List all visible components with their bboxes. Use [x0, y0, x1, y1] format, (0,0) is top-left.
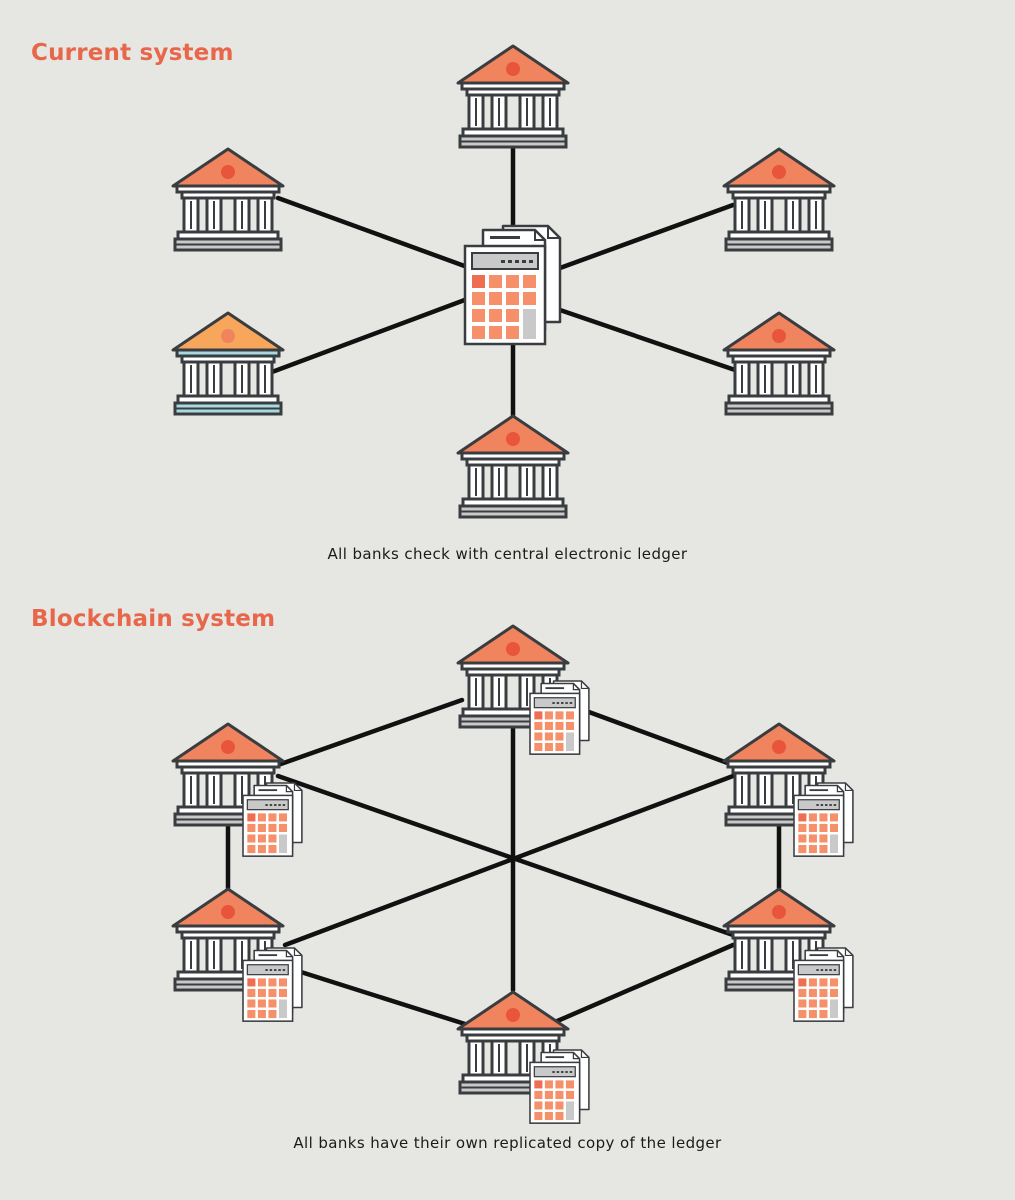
ledger-copy-icon	[529, 1049, 590, 1124]
link	[275, 773, 736, 938]
current-system-links	[269, 142, 738, 428]
link-lower-right	[557, 307, 738, 373]
ledger-copy-icon	[242, 782, 303, 857]
link-upper-left	[275, 195, 473, 271]
ledger-copy-icon	[793, 782, 854, 857]
bank-icon	[456, 44, 570, 149]
current-system-title: Current system	[31, 40, 234, 66]
bank-icon	[171, 147, 285, 252]
link	[275, 697, 465, 768]
ledger-copy-icon	[242, 947, 303, 1022]
central-ledger-icon	[463, 224, 562, 346]
link	[282, 773, 736, 948]
link-upper-right	[557, 202, 736, 271]
bank-icon	[456, 414, 570, 519]
bank-icon	[722, 311, 836, 416]
link-lower-left	[269, 295, 473, 375]
link	[279, 963, 468, 1027]
blockchain-system-title: Blockchain system	[31, 606, 276, 632]
bank-icon	[722, 147, 836, 252]
link	[552, 942, 736, 1025]
link	[575, 705, 736, 768]
blockchain-links	[225, 697, 782, 1027]
bank-icon	[171, 311, 285, 416]
current-system-caption: All banks check with central electronic …	[327, 545, 688, 563]
ledger-copy-icon	[793, 947, 854, 1022]
blockchain-system-caption: All banks have their own replicated copy…	[293, 1134, 722, 1152]
ledger-copy-icon	[529, 680, 590, 755]
